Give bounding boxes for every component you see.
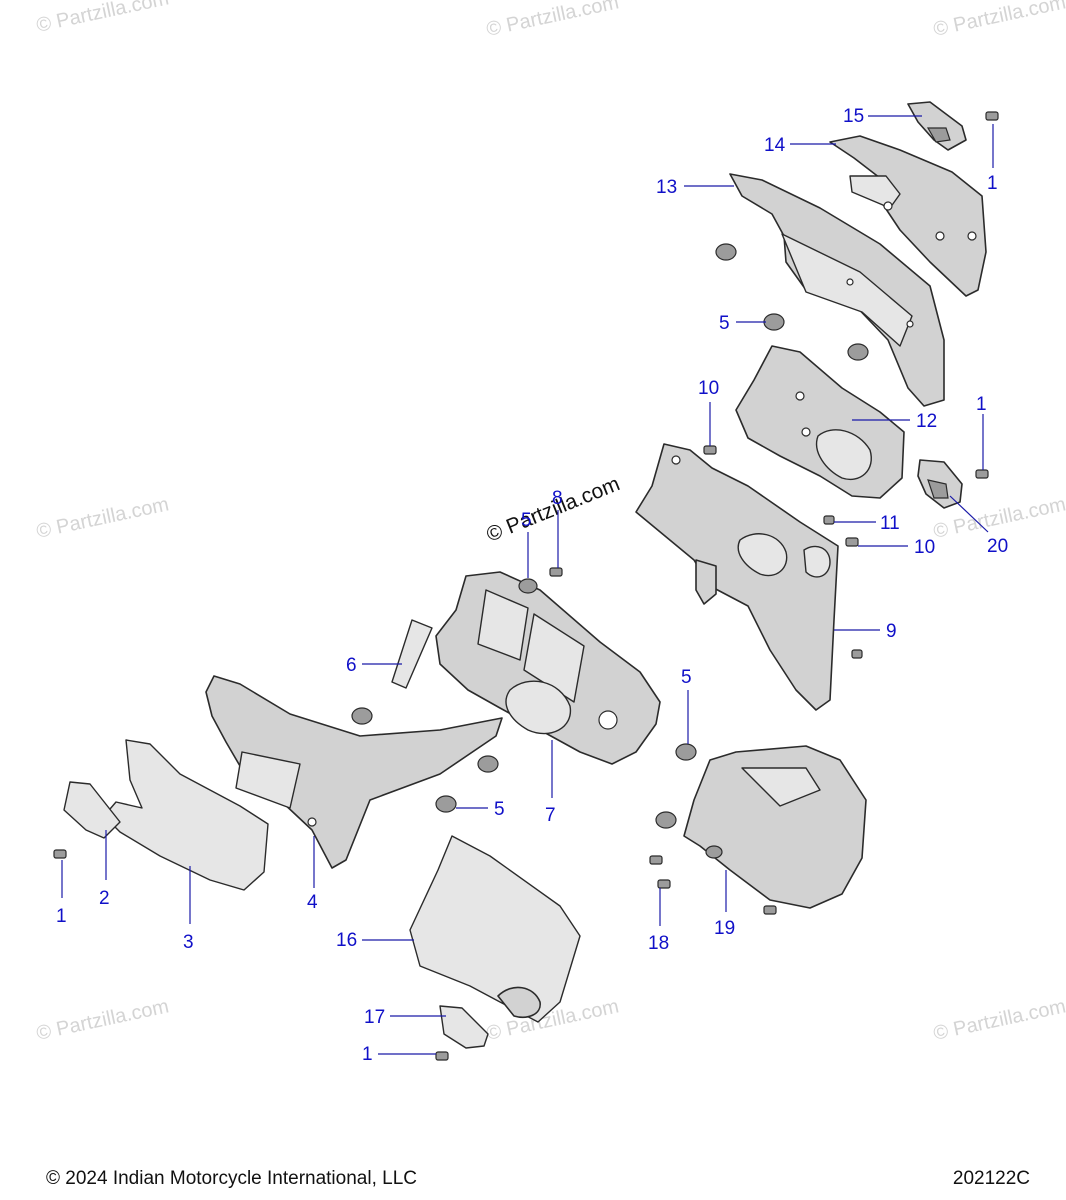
callout-20: 20 [987,536,1008,557]
callout-15: 15 [843,106,864,127]
callout-9: 9 [886,621,897,642]
part-5-grommet-middle [351,707,697,829]
part-7-main-tray [435,571,661,765]
callout-11: 11 [880,513,900,534]
callout-14: 14 [764,135,786,156]
watermark-bottom-left: © Partzilla.com [34,995,170,1045]
part-9-housing [635,443,839,711]
callout-5-upper: 5 [719,313,730,334]
part-4-side-cover [205,675,503,869]
watermark-top-left: © Partzilla.com [34,0,170,37]
part-5-grommet-upper [715,243,869,361]
callout-17: 17 [364,1007,385,1028]
part-16-bottom-panel [409,835,581,1023]
callout-6: 6 [346,655,357,676]
callout-2: 2 [99,888,110,909]
watermark-bottom-right: © Partzilla.com [931,995,1066,1045]
callout-1-left: 1 [56,906,67,927]
part-14-upper-panel [829,135,987,297]
callout-10-upper: 10 [698,378,719,399]
part-6-decal [391,619,433,689]
callout-labels: 15 14 1 13 5 10 12 1 11 10 20 8 5 9 6 5 … [56,106,1008,1065]
watermark-top-center: © Partzilla.com [484,0,620,41]
callout-12: 12 [916,411,937,432]
callout-1-top: 1 [987,173,998,194]
part-20-side-cap [917,459,963,509]
part-12-mid-panel [735,345,905,499]
callout-5-lower: 5 [494,799,505,820]
part-3-lower-panel [103,739,269,891]
callout-1-right: 1 [976,394,987,415]
callout-13: 13 [656,177,677,198]
callout-3: 3 [183,932,194,953]
callout-5-tray: 5 [521,510,532,531]
part-fasteners-right [549,111,999,659]
footer-diagram-code: 202122C [952,1168,1030,1189]
part-15-top-cap [907,101,967,151]
watermark-mid-left: © Partzilla.com [34,493,170,543]
callout-19: 19 [714,918,735,939]
part-19-lower-cover [683,745,867,909]
callout-10-lower: 10 [914,537,935,558]
callout-5-right: 5 [681,667,692,688]
callout-16: 16 [336,930,357,951]
callout-8: 8 [552,488,563,509]
watermark-center: © Partzilla.com [483,472,623,546]
callout-7: 7 [545,805,556,826]
watermark-top-right: © Partzilla.com [931,0,1066,41]
leader-lines [61,115,994,1055]
footer-copyright: © 2024 Indian Motorcycle International, … [46,1168,417,1189]
callout-4: 4 [307,892,318,913]
part-fasteners-left [53,849,777,1061]
callout-18: 18 [648,933,669,954]
part-2-small-cover [63,781,121,839]
part-17-bottom-cap [439,1005,489,1049]
callout-1-bottom: 1 [362,1044,373,1065]
part-13-inner-panel [729,173,945,407]
